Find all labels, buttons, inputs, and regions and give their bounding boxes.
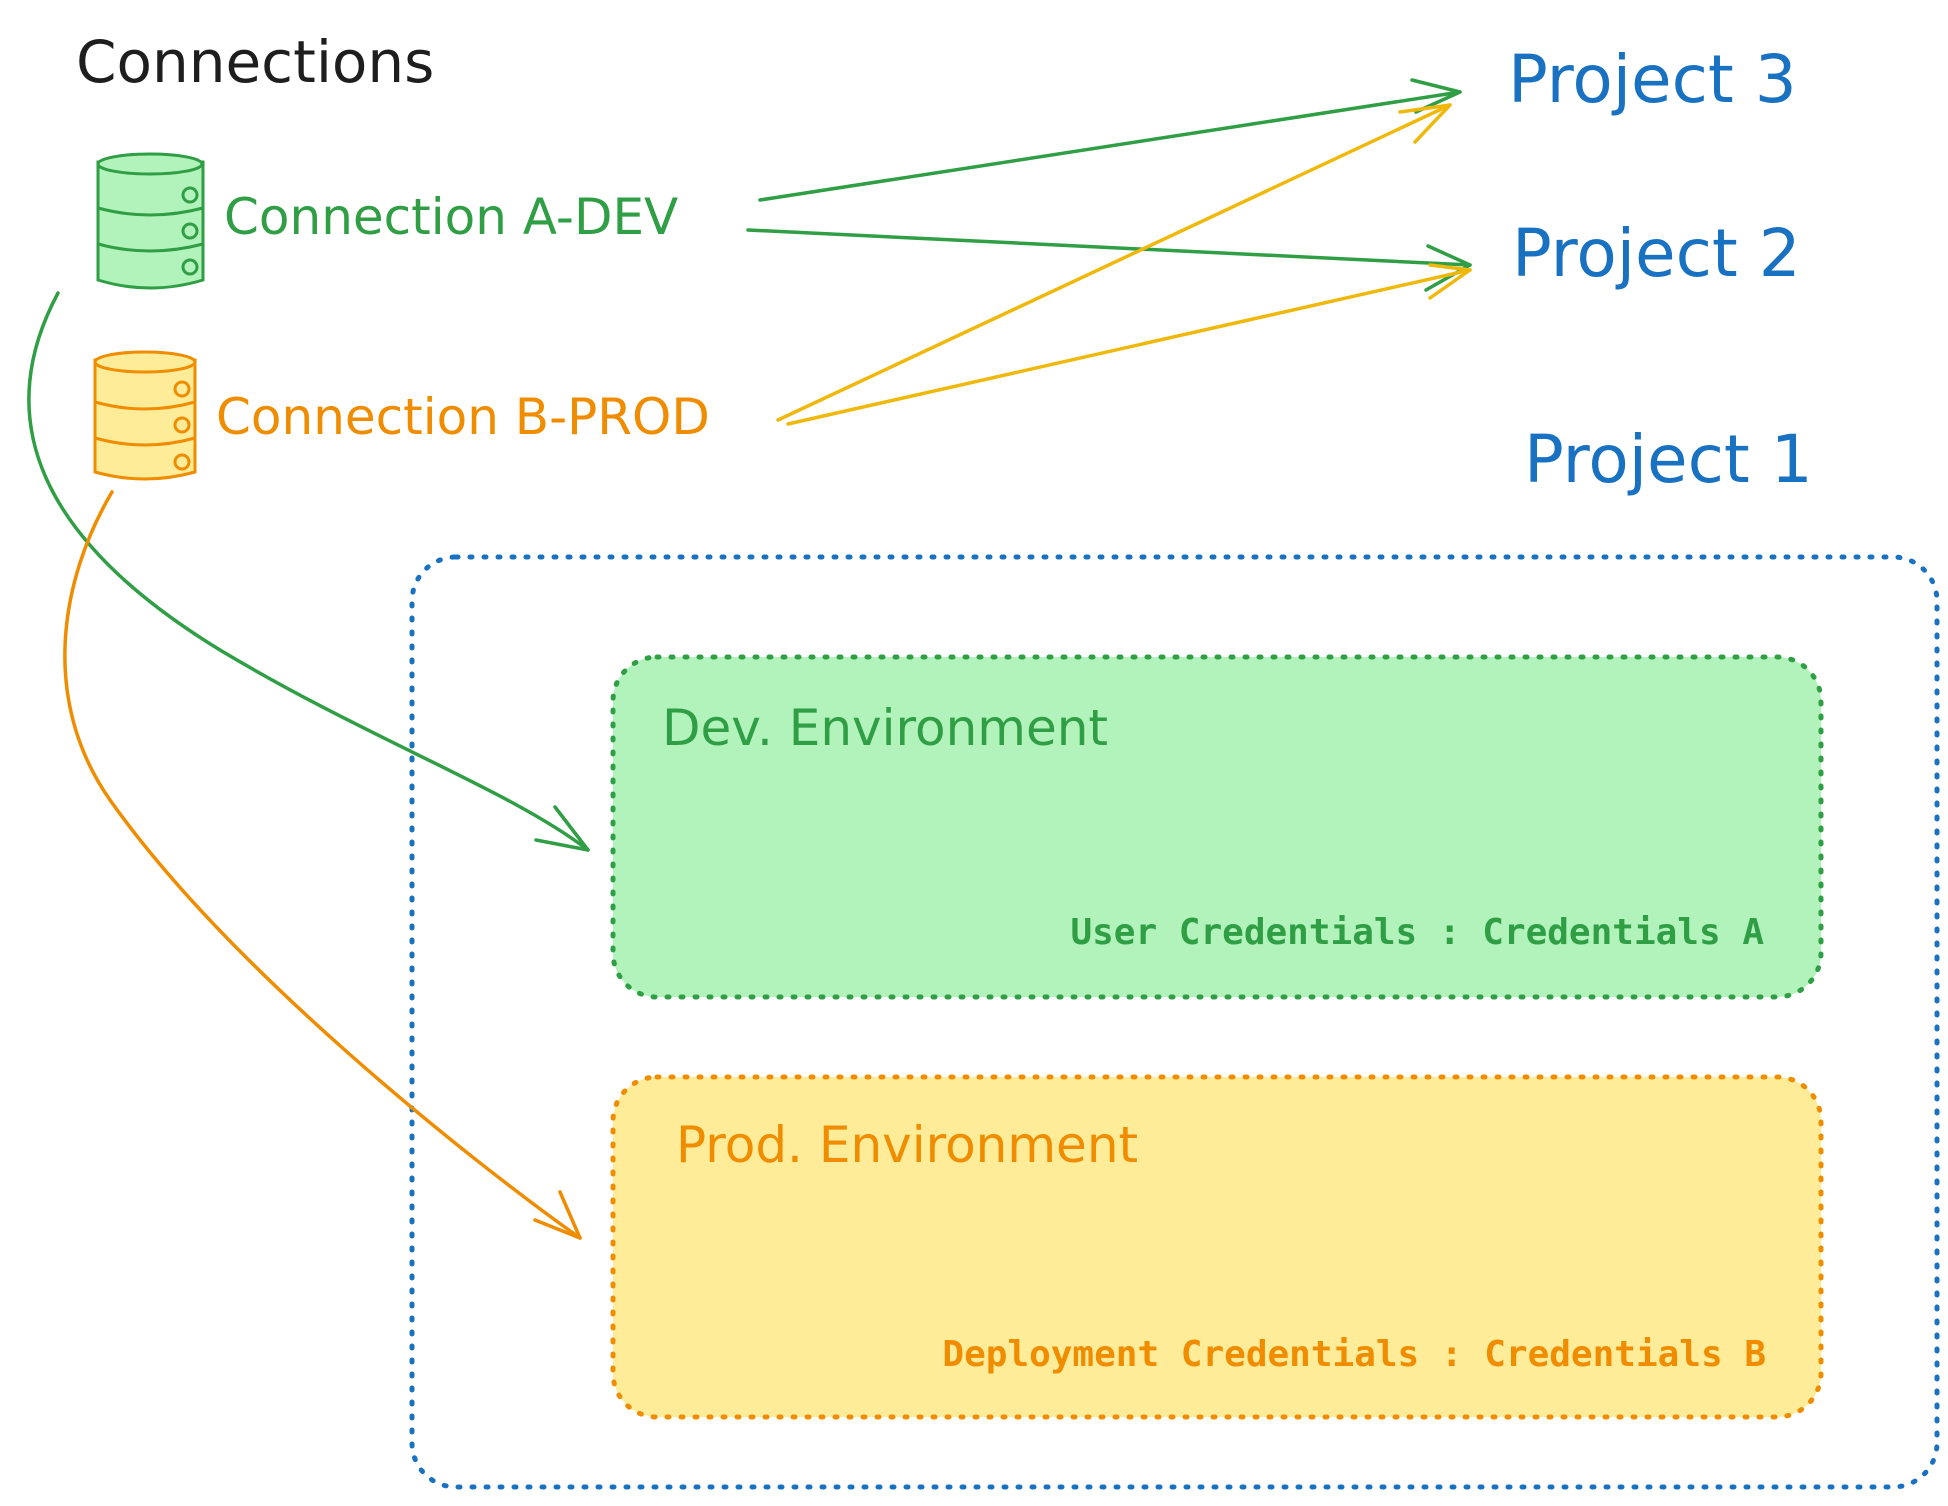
arrow-prod-to-prod-environment <box>63 490 582 1240</box>
project-2-label: Project 2 <box>1512 215 1801 292</box>
dev-credentials-label: User Credentials : Credentials A <box>1070 912 1764 953</box>
arrow-dev-to-dev-environment <box>27 291 590 852</box>
prod-credentials-label: Deployment Credentials : Credentials B <box>942 1334 1766 1375</box>
connection-a-dev-label: Connection A-DEV <box>224 188 678 246</box>
arrow-prod-to-project-3 <box>776 103 1452 422</box>
arrow-head-prod-project-2 <box>1428 263 1472 300</box>
arrow-head-dev-project-3 <box>1410 78 1462 114</box>
arrow-head-prod-environment <box>533 1190 582 1240</box>
connections-heading: Connections <box>76 28 434 96</box>
arrow-head-dev-project-2 <box>1424 244 1472 292</box>
prod-environment-box <box>610 1074 1824 1420</box>
project-1-container <box>409 554 1940 1490</box>
database-icon-dev <box>96 152 205 290</box>
project-3-label: Project 3 <box>1508 41 1797 118</box>
dev-environment-box <box>610 654 1824 1000</box>
arrow-prod-to-project-2 <box>786 268 1472 426</box>
project-1-label: Project 1 <box>1524 421 1813 498</box>
prod-environment-title: Prod. Environment <box>676 1116 1138 1174</box>
arrow-head-prod-project-3 <box>1398 103 1452 144</box>
arrow-dev-to-project-3 <box>758 90 1462 202</box>
arrow-head-dev-environment <box>534 805 590 852</box>
arrow-dev-to-project-2 <box>746 228 1472 267</box>
dev-environment-title: Dev. Environment <box>662 699 1108 757</box>
database-icon-prod <box>93 350 197 481</box>
connection-b-prod-label: Connection B-PROD <box>216 388 710 446</box>
